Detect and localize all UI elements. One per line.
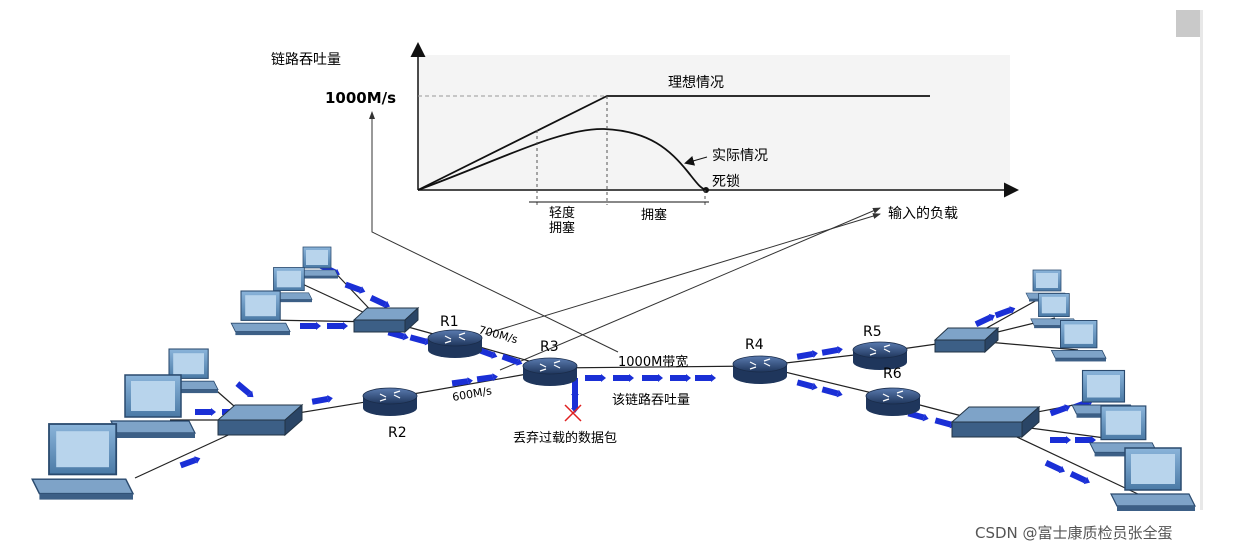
computer-1 (295, 246, 339, 279)
router-label-r1: R1 (440, 314, 459, 330)
actual-pointer (684, 155, 708, 166)
y-tick-label: 1000M/s (325, 89, 396, 107)
scrollbar-track[interactable] (1200, 10, 1203, 510)
actual-label: 实际情况 (712, 148, 768, 164)
light-congestion-label-2: 拥塞 (549, 220, 575, 236)
light-congestion-label-1: 轻度 (549, 205, 575, 221)
router-6 (865, 387, 921, 416)
packet-arrow (613, 374, 634, 382)
deadlock-point (703, 187, 709, 193)
computer-12 (1110, 447, 1196, 511)
load-connector-2 (484, 213, 881, 335)
router-label-r3: R3 (540, 339, 559, 355)
packet-arrow (974, 313, 995, 327)
packet-arrow (300, 322, 321, 330)
packet-arrow (344, 281, 366, 294)
packet-arrow (179, 456, 201, 469)
packet-arrow (1044, 460, 1065, 474)
y-axis-label: 链路吞吐量 (271, 52, 341, 68)
computer-6 (31, 423, 135, 500)
computer-5 (110, 374, 196, 438)
switch-right-bottom (950, 405, 1041, 439)
switch-right-top (933, 326, 1000, 354)
congestion-label: 拥塞 (641, 207, 667, 223)
actual-curve (417, 128, 707, 191)
packet-arrow (311, 395, 333, 405)
connector-lines (369, 111, 881, 371)
switch-left (216, 403, 304, 437)
switch-top-left (352, 306, 420, 334)
drop-mark (564, 404, 582, 422)
packet-arrow (327, 322, 348, 330)
scrollbar-thumb[interactable] (1176, 10, 1202, 37)
link-label-r3-r4: 1000M带宽 (618, 354, 688, 370)
packet-arrow (1050, 436, 1071, 444)
packet-arrow (1049, 404, 1071, 417)
throughput-connector (369, 111, 619, 353)
throughput-graph: 链路吞吐量 1000M/s 理想情况 实际情况 死锁 轻度 拥塞 拥塞 输入的负… (271, 42, 1019, 236)
router-5 (852, 341, 908, 370)
packet-arrow (1075, 436, 1096, 444)
watermark: CSDN @富士康质检员张全蛋 (975, 524, 1173, 542)
packet-arrow (195, 408, 216, 416)
computer-3 (230, 290, 291, 336)
packet-arrow (796, 350, 818, 360)
x-axis-label: 输入的负载 (888, 206, 958, 222)
router-3 (522, 357, 578, 386)
packet-arrow (571, 392, 579, 413)
packet-arrow (501, 353, 523, 366)
deadlock-label: 死锁 (712, 174, 740, 190)
packet-arrow (695, 374, 716, 382)
link-throughput-label: 该链路吞吐量 (612, 392, 690, 408)
router-label-r2: R2 (388, 425, 407, 441)
packet-arrow (821, 386, 843, 398)
computer-9 (1050, 320, 1107, 362)
packet-arrow (451, 377, 473, 387)
router-2 (362, 387, 418, 416)
packet-arrow (585, 374, 606, 382)
router-label-r5: R5 (863, 324, 882, 340)
packet-arrow (670, 374, 691, 382)
packet-arrow (994, 306, 1016, 319)
router-label-r6: R6 (883, 366, 902, 382)
packet-arrow (821, 346, 843, 356)
packet-arrow (1069, 471, 1090, 485)
router-label-r4: R4 (745, 337, 764, 353)
computers (31, 246, 1196, 511)
graph-background (418, 55, 1010, 189)
packet-arrow (235, 381, 254, 398)
packet-arrow (642, 374, 663, 382)
router-4 (732, 355, 788, 384)
packet-arrow (796, 379, 818, 391)
packet-arrow (369, 295, 390, 309)
packets (179, 263, 1096, 485)
link-label-r1-r3: 700M/s (477, 323, 519, 346)
drop-label: 丢弃过载的数据包 (513, 430, 617, 446)
routers (362, 329, 921, 416)
router-1 (427, 329, 483, 358)
link-label-r2-r3: 600M/s (451, 384, 493, 404)
ideal-label: 理想情况 (668, 75, 724, 91)
packet-arrow (476, 373, 498, 383)
load-connector-1 (499, 207, 881, 371)
